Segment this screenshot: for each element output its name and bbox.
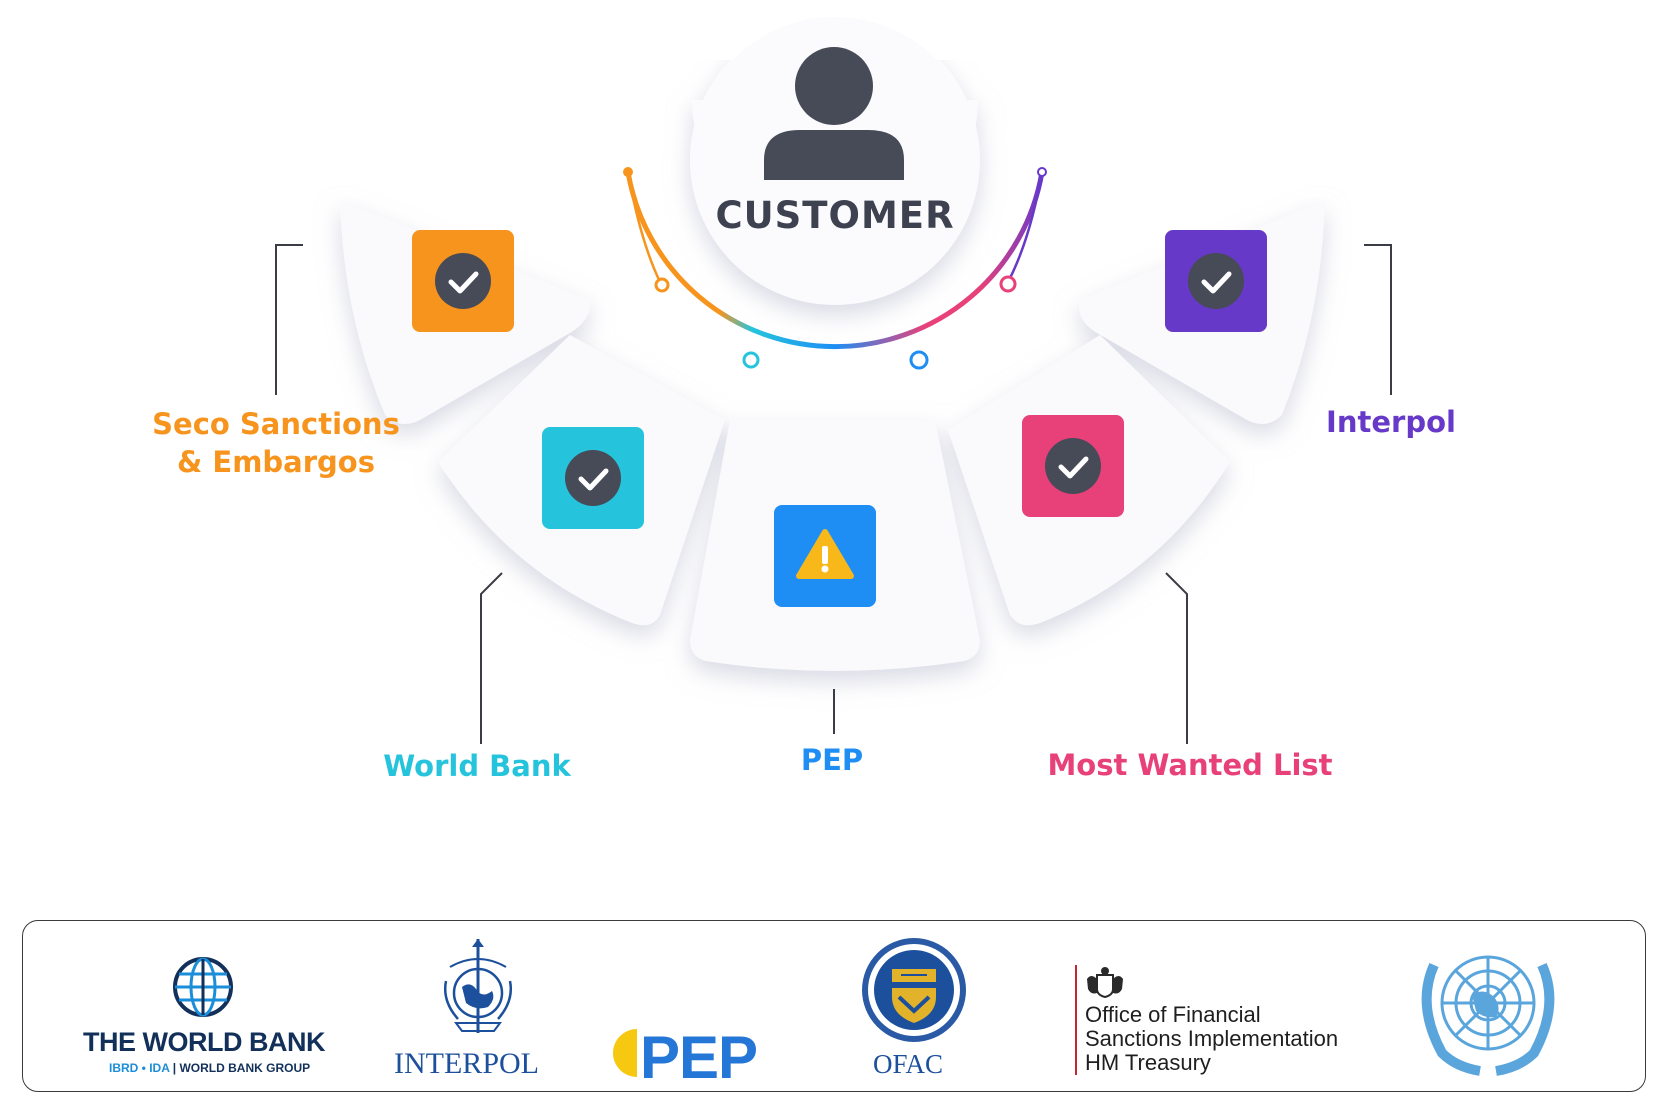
progress-arc — [625, 169, 1045, 350]
label-seco-line-1: Seco Sanctions — [152, 407, 400, 441]
pep-logo-text: PEP — [640, 1024, 758, 1091]
tile-pep — [774, 505, 876, 607]
connector-most-wanted — [1165, 572, 1188, 744]
label-most-wanted: Most Wanted List — [1047, 748, 1333, 782]
label-seco: Seco Sanctions & Embargos — [152, 405, 400, 481]
ofsi-line-1: Office of Financial — [1085, 1002, 1261, 1027]
tile-seco — [412, 230, 514, 332]
arc-dot-pep — [909, 350, 929, 370]
check-icon — [448, 271, 479, 294]
connector-seco — [275, 244, 303, 395]
pep-half-circle-icon — [613, 1029, 637, 1077]
label-seco-line-2: & Embargos — [176, 445, 375, 479]
ofsi-line-2: Sanctions Implementation — [1085, 1026, 1339, 1051]
arc-dot-end — [1037, 167, 1047, 177]
check-icon — [578, 468, 609, 491]
world-bank-sub-group: WORLD BANK GROUP — [179, 1061, 311, 1075]
un-emblem-icon — [1421, 955, 1555, 1076]
check-icon — [1201, 271, 1232, 294]
connector-world-bank — [480, 572, 503, 744]
world-bank-logo-sub: IBRD • IDA | WORLD BANK GROUP — [109, 1061, 310, 1075]
label-world-bank: World Bank — [383, 749, 571, 783]
interpol-logo-text: INTERPOL — [394, 1047, 539, 1080]
ofsi-line-3: HM Treasury — [1085, 1050, 1211, 1075]
arc-dot-start — [623, 167, 633, 177]
world-bank-sub-ibrd: IBRD • IDA — [109, 1061, 170, 1075]
tile-interpol — [1165, 230, 1267, 332]
logo-strip: THE WORLD BANK IBRD • IDA | WORLD BANK G… — [22, 920, 1646, 1092]
person-icon — [764, 47, 904, 180]
treasury-seal-icon — [862, 938, 966, 1042]
arc-dot-seco — [654, 277, 670, 293]
customer-title: CUSTOMER — [715, 194, 955, 237]
tile-most-wanted — [1022, 415, 1124, 517]
check-icon — [1058, 456, 1089, 479]
ofac-logo-text: OFAC — [873, 1049, 944, 1079]
world-bank-sub-sep: | — [172, 1061, 177, 1075]
interpol-emblem-icon — [444, 939, 512, 1033]
label-interpol: Interpol — [1326, 405, 1456, 439]
ofsi-divider — [1075, 965, 1077, 1075]
label-pep: PEP — [800, 743, 864, 777]
tile-world-bank — [542, 427, 644, 529]
arc-dot-world-bank — [742, 351, 760, 369]
world-bank-logo-title: THE WORLD BANK — [83, 1027, 325, 1057]
connector-interpol — [1364, 244, 1392, 395]
globe-icon — [173, 957, 233, 1017]
royal-crest-icon — [1087, 967, 1123, 999]
arc-dot-most-wanted — [999, 275, 1017, 293]
